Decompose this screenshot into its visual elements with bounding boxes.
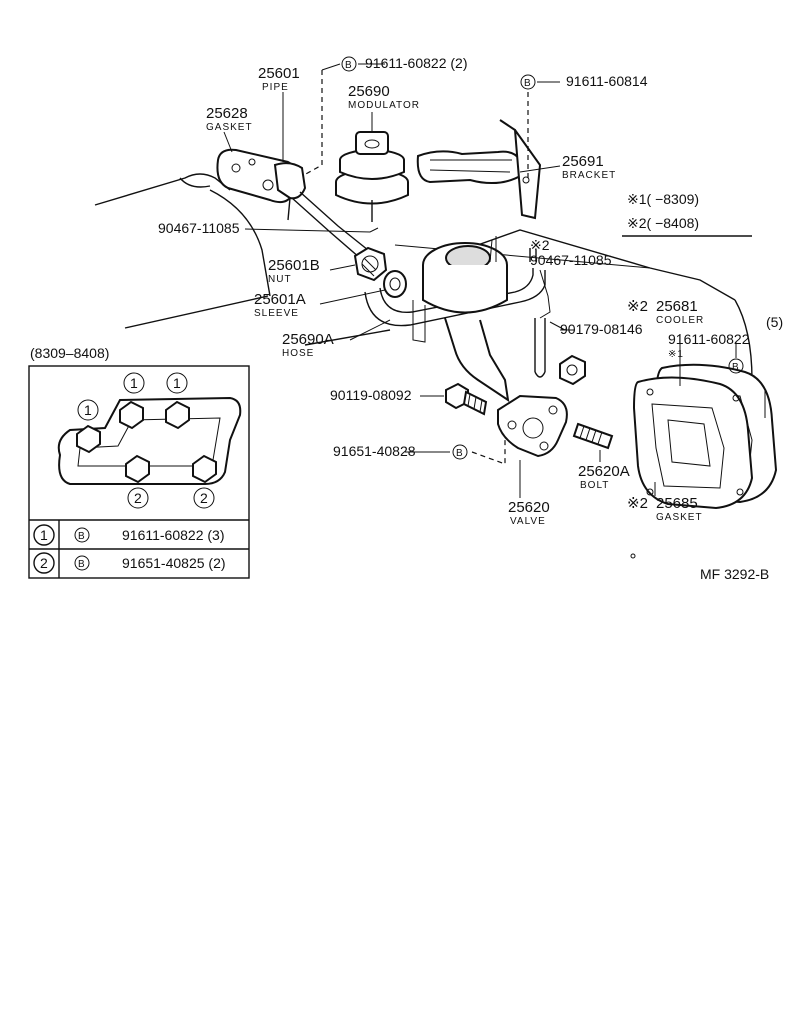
inset-mark-1a: 1 xyxy=(123,372,145,394)
bracket-name: BRACKET xyxy=(562,170,616,181)
bolt3-label: 90119-08092 xyxy=(330,387,412,403)
b-symbol-1: B xyxy=(341,56,357,72)
inset-mark-2b: 2 xyxy=(193,487,215,509)
inset-mark-1b: 1 xyxy=(166,372,188,394)
bolt5-number: 25620A xyxy=(578,463,630,480)
bolt-b1-label: 91611-60822 (2) xyxy=(365,55,467,71)
hose-number: 25690A xyxy=(282,331,334,348)
drawing-code: MF 3292-B xyxy=(700,566,769,582)
nut2-label: 90179-08146 xyxy=(560,321,643,337)
svg-text:2: 2 xyxy=(200,490,208,506)
inset-bolt-1c xyxy=(76,424,101,454)
clip2-label: 90467-11085 xyxy=(530,252,612,268)
nut-90179-08146 xyxy=(559,354,586,386)
bolt-b2-label: 91611-60814 xyxy=(566,73,648,89)
sleeve-25601a xyxy=(383,270,407,298)
pipe-number: 25601 xyxy=(258,65,300,82)
inset-row-2: 2 B 91651-40825 (2) xyxy=(33,552,226,574)
gasket2-name: GASKET xyxy=(656,512,703,523)
gasket-top-number: 25628 xyxy=(206,105,248,122)
cooler-name: COOLER xyxy=(656,315,704,326)
inset-bolt-1a xyxy=(119,400,144,430)
svg-text:91651-40825 (2): 91651-40825 (2) xyxy=(122,555,226,571)
inset-frame xyxy=(28,365,250,579)
gasket2-mark: ※2 xyxy=(627,495,648,512)
cooler-bolt-mark: ※1 xyxy=(668,349,684,360)
bolt5-name: BOLT xyxy=(580,480,609,491)
modulator-name: MODULATOR xyxy=(348,100,420,111)
bracket-number: 25691 xyxy=(562,153,604,170)
cooler-number: 25681 xyxy=(656,298,698,315)
svg-text:B: B xyxy=(345,60,353,71)
modulator-25690 xyxy=(335,131,409,222)
clip1-label: 90467-11085 xyxy=(158,220,240,236)
svg-text:B: B xyxy=(524,78,532,89)
b-symbol-4: B xyxy=(452,444,468,460)
svg-text:1: 1 xyxy=(84,402,92,418)
nut-name: NUT xyxy=(268,274,292,285)
b-symbol-3: B xyxy=(728,358,744,374)
svg-text:2: 2 xyxy=(40,555,48,571)
note-2: ※2( −8408) xyxy=(627,215,699,231)
bracket-25691 xyxy=(416,119,542,220)
gasket2-number: 25685 xyxy=(656,495,698,512)
inset-bolt-2a xyxy=(125,454,150,484)
b-symbol-2: B xyxy=(520,74,536,90)
svg-text:2: 2 xyxy=(134,490,142,506)
clip2-mark: ※2 xyxy=(530,237,550,253)
bolt4-label: 91651-40828 xyxy=(333,443,416,459)
cooler-qty: (5) xyxy=(766,314,783,330)
gasket-25685 xyxy=(632,376,754,510)
inset-bolt-1b xyxy=(165,400,190,430)
egr-valve-25620 xyxy=(412,236,568,458)
valve-number: 25620 xyxy=(508,499,550,516)
cooler-mark: ※2 xyxy=(627,298,648,315)
leader-lines xyxy=(223,63,766,498)
valve-name: VALVE xyxy=(510,516,546,527)
inset-bolt-2b xyxy=(192,454,217,484)
engine-body-outline xyxy=(94,173,753,381)
bolt-90119-08092 xyxy=(445,382,488,416)
svg-text:1: 1 xyxy=(130,375,138,391)
svg-text:91611-60822 (3): 91611-60822 (3) xyxy=(122,527,224,543)
dot-mark xyxy=(630,553,636,559)
inset-mark-1c: 1 xyxy=(77,399,99,421)
modulator-number: 25690 xyxy=(348,83,390,100)
bolt-25620a xyxy=(572,422,614,450)
svg-text:1: 1 xyxy=(173,375,181,391)
cooler-bolt-label: 91611-60822 xyxy=(668,331,750,347)
svg-text:B: B xyxy=(732,362,740,373)
svg-text:B: B xyxy=(456,448,464,459)
sleeve-name: SLEEVE xyxy=(254,308,299,319)
note-1: ※1( −8309) xyxy=(627,191,699,207)
inset-row-1: 1 B 91611-60822 (3) xyxy=(33,524,224,546)
inset-range: (8309–8408) xyxy=(30,345,109,361)
nut-number: 25601B xyxy=(268,257,320,274)
inset-mark-2a: 2 xyxy=(127,487,149,509)
nut-25601b xyxy=(353,246,388,282)
hose-name: HOSE xyxy=(282,348,314,359)
sleeve-number: 25601A xyxy=(254,291,306,308)
pipe-25601 xyxy=(273,162,369,259)
pipe-name: PIPE xyxy=(262,82,289,93)
inset-panel: (8309–8408) 1 1 xyxy=(28,345,250,579)
svg-text:B: B xyxy=(78,531,86,542)
svg-text:B: B xyxy=(78,559,86,570)
gasket-top-name: GASKET xyxy=(206,122,253,133)
svg-text:1: 1 xyxy=(40,527,48,543)
